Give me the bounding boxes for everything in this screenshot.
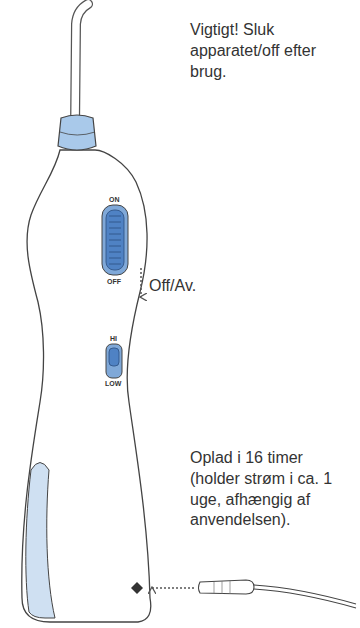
switch-ridge [109, 264, 121, 265]
switch-mark: OFF [107, 278, 121, 285]
charging-note: Oplad i 16 timer (holder strøm i ca. 1 u… [190, 448, 354, 531]
switch-ridges [109, 216, 121, 264]
switch-ridge [109, 252, 121, 253]
charger-plug [199, 580, 255, 594]
pressure-switch [109, 348, 119, 366]
side-grip [26, 463, 55, 619]
charger-cable [254, 585, 356, 604]
collar-line [60, 132, 95, 135]
power-switch-housing [102, 205, 128, 275]
switch-mark: HI [110, 335, 117, 342]
off-direction-arrow [140, 268, 142, 297]
switch-ridge [109, 216, 121, 217]
charger-cable [254, 589, 356, 608]
switch-ridge [109, 246, 121, 247]
switch-ridge [109, 222, 121, 223]
switch-ridge [109, 234, 121, 235]
warning-note: Vigtigt! Sluk apparatet/off efter brug. [190, 20, 340, 82]
switch-ridge [109, 240, 121, 241]
nozzle-collar [58, 115, 96, 150]
switch-mark: LOW [105, 380, 121, 387]
switch-ridge [109, 258, 121, 259]
device-body [22, 150, 151, 622]
charging-port [131, 582, 143, 594]
off-note: Off/Av. [149, 276, 196, 297]
plug-grip [214, 581, 230, 594]
power-switch [106, 210, 124, 270]
switch-ridge [109, 228, 121, 229]
plug-in-arrow [152, 587, 194, 589]
nozzle-outline [75, 4, 88, 128]
nozzle [75, 4, 88, 128]
switch-mark: ON [109, 196, 120, 203]
pressure-switch-housing [106, 344, 122, 378]
